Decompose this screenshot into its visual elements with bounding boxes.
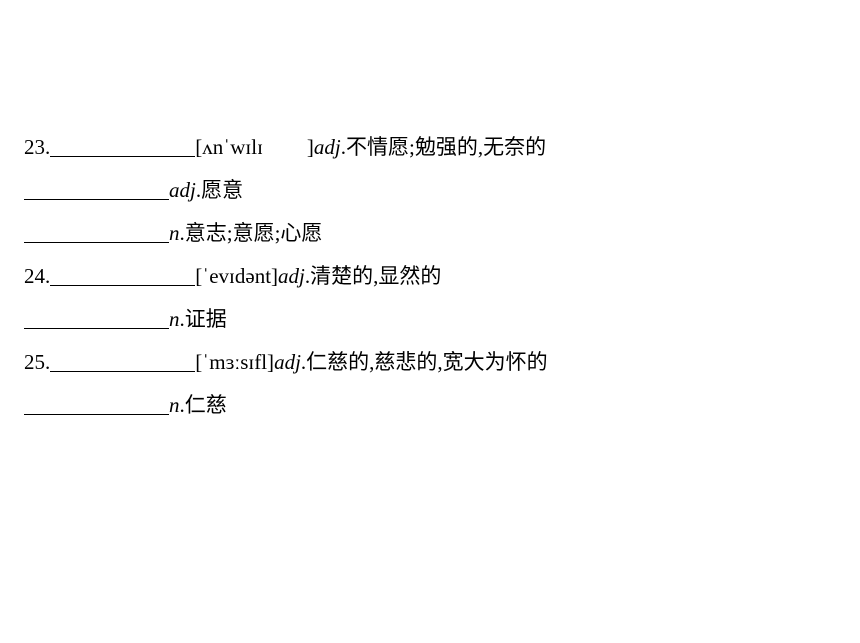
- answer-blank[interactable]: [24, 179, 169, 200]
- vocab-line-25-noun: n.仁慈: [24, 390, 227, 420]
- vocab-line-23-adj: adj.愿意: [24, 175, 243, 205]
- vocab-line-23-noun: n.意志;意愿;心愿: [24, 218, 322, 248]
- meaning: .证据: [179, 307, 227, 331]
- item-number: 24.: [24, 264, 51, 288]
- meaning: .仁慈: [179, 393, 227, 417]
- part-of-speech: n: [169, 221, 180, 245]
- vocab-line-24-noun: n.证据: [24, 304, 227, 334]
- phonetic: [ʌnˈwɪlɪ: [195, 135, 263, 159]
- vocab-line-25: 25. [ˈmɜːsɪfl]adj.仁慈的,慈悲的,宽大为怀的: [24, 347, 548, 377]
- answer-blank[interactable]: [50, 265, 196, 286]
- meaning: .不情愿;勉强的,无奈的: [340, 135, 547, 159]
- part-of-speech: adj: [313, 135, 341, 159]
- item-number: 25.: [24, 350, 51, 374]
- item-number: 23.: [24, 135, 51, 159]
- answer-blank[interactable]: [24, 308, 169, 329]
- meaning: .仁慈的,慈悲的,宽大为怀的: [300, 350, 548, 374]
- part-of-speech: adj: [274, 350, 301, 374]
- meaning: .意志;意愿;心愿: [179, 221, 323, 245]
- vocab-line-23: 23. [ʌnˈwɪlɪ]adj.不情愿;勉强的,无奈的: [24, 132, 546, 162]
- answer-blank[interactable]: [50, 136, 196, 157]
- answer-blank[interactable]: [24, 394, 169, 415]
- phonetic: [ˈevɪdənt]: [195, 264, 279, 288]
- meaning: .愿意: [195, 178, 244, 202]
- answer-blank[interactable]: [24, 222, 169, 243]
- meaning: .清楚的,显然的: [304, 264, 442, 288]
- part-of-speech: adj: [278, 264, 305, 288]
- part-of-speech: n: [169, 393, 180, 417]
- part-of-speech: adj: [169, 178, 196, 202]
- phonetic-close: ]: [306, 135, 314, 159]
- part-of-speech: n: [169, 307, 180, 331]
- vocab-line-24: 24. [ˈevɪdənt]adj.清楚的,显然的: [24, 261, 441, 291]
- phonetic: [ˈmɜːsɪfl]: [195, 350, 275, 374]
- answer-blank[interactable]: [50, 351, 196, 372]
